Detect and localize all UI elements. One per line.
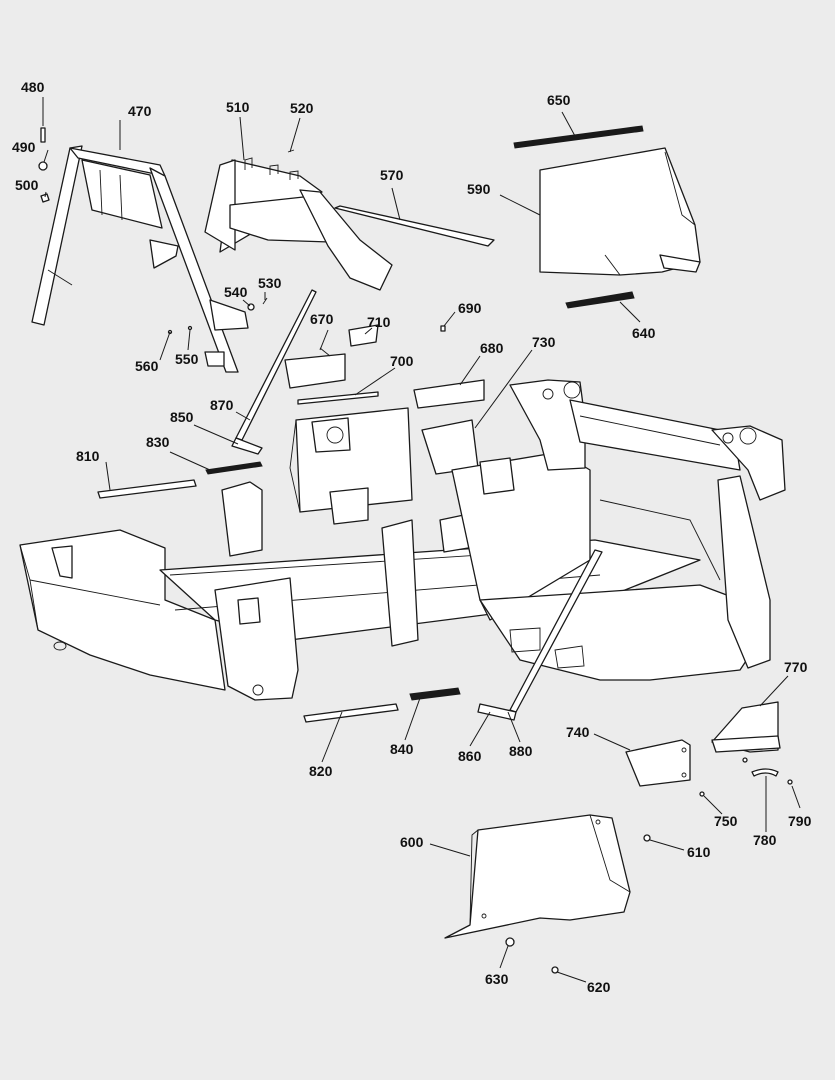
callout-550: 550 xyxy=(175,351,199,367)
callout-730: 730 xyxy=(532,334,556,350)
small-fasteners xyxy=(38,127,793,974)
part-670-plate xyxy=(284,347,346,389)
callout-860: 860 xyxy=(458,748,482,764)
callout-560: 560 xyxy=(135,358,159,374)
part-650-strip xyxy=(513,125,644,149)
callout-630: 630 xyxy=(485,971,509,987)
part-880-bar xyxy=(477,549,603,721)
part-680-bracket xyxy=(413,379,485,475)
part-700-strip xyxy=(297,391,379,405)
part-780-piece xyxy=(751,768,779,777)
callout-540: 540 xyxy=(224,284,248,300)
callout-470: 470 xyxy=(128,103,152,119)
part-570-strip xyxy=(334,205,495,247)
callout-520: 520 xyxy=(290,100,314,116)
callout-640: 640 xyxy=(632,325,656,341)
callout-840: 840 xyxy=(390,741,414,757)
callout-820: 820 xyxy=(309,763,333,779)
callout-850: 850 xyxy=(170,409,194,425)
part-640-strip xyxy=(565,291,635,309)
part-710-tab xyxy=(348,324,379,347)
part-840-strip xyxy=(409,687,461,701)
callout-830: 830 xyxy=(146,434,170,450)
callout-770: 770 xyxy=(784,659,808,675)
callout-790: 790 xyxy=(788,813,812,829)
callout-780: 780 xyxy=(753,832,777,848)
callout-710: 710 xyxy=(367,314,391,330)
part-740-plate xyxy=(625,739,691,787)
part-830-strip xyxy=(205,461,263,475)
part-590-panel xyxy=(539,147,701,276)
callout-870: 870 xyxy=(210,397,234,413)
callout-labels: 480 470 490 500 510 520 570 650 590 540 … xyxy=(12,79,812,995)
callout-740: 740 xyxy=(566,724,590,740)
part-600-panel xyxy=(444,814,631,939)
callout-490: 490 xyxy=(12,139,36,155)
callout-500: 500 xyxy=(15,177,39,193)
part-510-bracket xyxy=(204,157,393,291)
callout-530: 530 xyxy=(258,275,282,291)
callout-600: 600 xyxy=(400,834,424,850)
callout-750: 750 xyxy=(714,813,738,829)
callout-510: 510 xyxy=(226,99,250,115)
part-820-strip xyxy=(303,703,399,723)
callout-610: 610 xyxy=(687,844,711,860)
callout-650: 650 xyxy=(547,92,571,108)
part-770-bracket xyxy=(711,701,781,753)
callout-880: 880 xyxy=(509,743,533,759)
part-470-frame xyxy=(31,145,249,373)
callout-810: 810 xyxy=(76,448,100,464)
callout-480: 480 xyxy=(21,79,45,95)
leader-lines xyxy=(42,97,801,983)
part-870-bar xyxy=(231,289,317,455)
callout-590: 590 xyxy=(467,181,491,197)
callout-690: 690 xyxy=(458,300,482,316)
part-chassis-body xyxy=(19,379,786,701)
callout-670: 670 xyxy=(310,311,334,327)
callout-680: 680 xyxy=(480,340,504,356)
callout-620: 620 xyxy=(587,979,611,995)
callout-570: 570 xyxy=(380,167,404,183)
callout-700: 700 xyxy=(390,353,414,369)
part-810-strip xyxy=(97,479,197,499)
